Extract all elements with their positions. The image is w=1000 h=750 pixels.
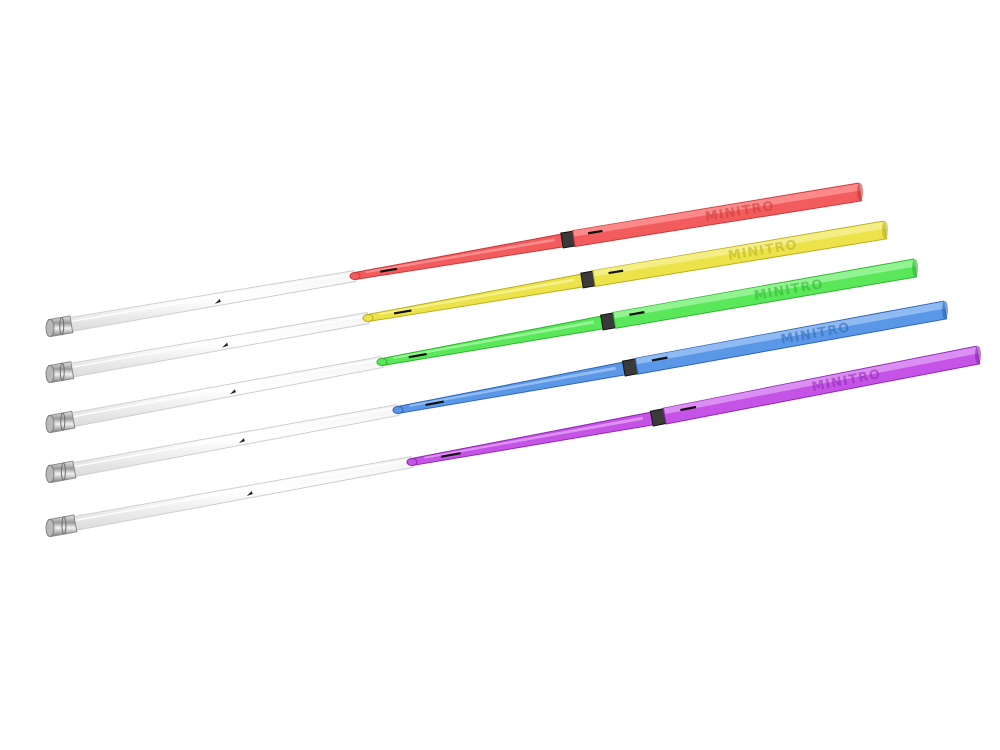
arrow-marker-icon (214, 298, 221, 304)
arrow-marker-icon (238, 438, 245, 444)
brand-logo: MINITRO (811, 367, 883, 395)
shaft-tip (376, 358, 388, 366)
rod-yellow: MINITRO (45, 220, 888, 383)
handle-end (942, 301, 948, 319)
handle-end (975, 346, 981, 364)
shaft-mark (425, 400, 444, 407)
metal-cap-end (45, 319, 55, 337)
arrow-marker-icon (222, 342, 229, 348)
shaft-highlight (409, 366, 616, 407)
shaft-mark (440, 452, 461, 458)
metal-cap-ring (60, 462, 66, 481)
handle-end (912, 259, 918, 277)
metal-cap-ring (59, 316, 65, 335)
glass-highlight (59, 314, 369, 371)
rod-purple: MINITRO (45, 345, 981, 537)
handle-top-face (613, 259, 916, 319)
handle-mark (587, 229, 603, 235)
arrow-marker-icon (246, 491, 253, 497)
handle-mark (608, 269, 624, 275)
arrow-marker-icon (229, 389, 236, 395)
metal-cap-ring (60, 412, 66, 431)
shaft-mark (393, 309, 412, 315)
shaft-mark (408, 352, 427, 359)
shaft-highlight (378, 278, 575, 316)
handle-mark (629, 311, 645, 316)
handle-mark (680, 405, 697, 412)
rod-green: MINITRO (45, 258, 918, 433)
shaft-mark (380, 267, 398, 273)
metal-cap-end (45, 365, 55, 383)
handle-mark (651, 356, 668, 362)
handle-top-face (593, 221, 886, 277)
shaft-tip (392, 406, 404, 414)
handle-top-face (664, 346, 979, 415)
handle-top-face (636, 301, 946, 365)
handle-end (882, 221, 888, 239)
shaft-tip (406, 458, 418, 466)
metal-cap-end (45, 519, 55, 537)
metal-cap-ring (59, 362, 65, 381)
glass-highlight (60, 458, 413, 524)
handle-end (857, 183, 863, 201)
glass-highlight (59, 358, 383, 420)
metal-cap-end (45, 415, 55, 433)
shaft-tip (349, 272, 361, 280)
shaft-highlight (423, 416, 644, 459)
shaft-highlight (365, 238, 555, 274)
rod-blue: MINITRO (45, 300, 948, 483)
glass-highlight (60, 406, 399, 470)
shaft-highlight (392, 320, 595, 359)
metal-cap-end (45, 465, 55, 483)
metal-cap-ring (61, 516, 67, 535)
rod-red: MINITRO (45, 182, 863, 337)
handle-top-face (573, 183, 861, 237)
shaft-tip (362, 314, 374, 322)
glass-highlight (59, 272, 356, 325)
